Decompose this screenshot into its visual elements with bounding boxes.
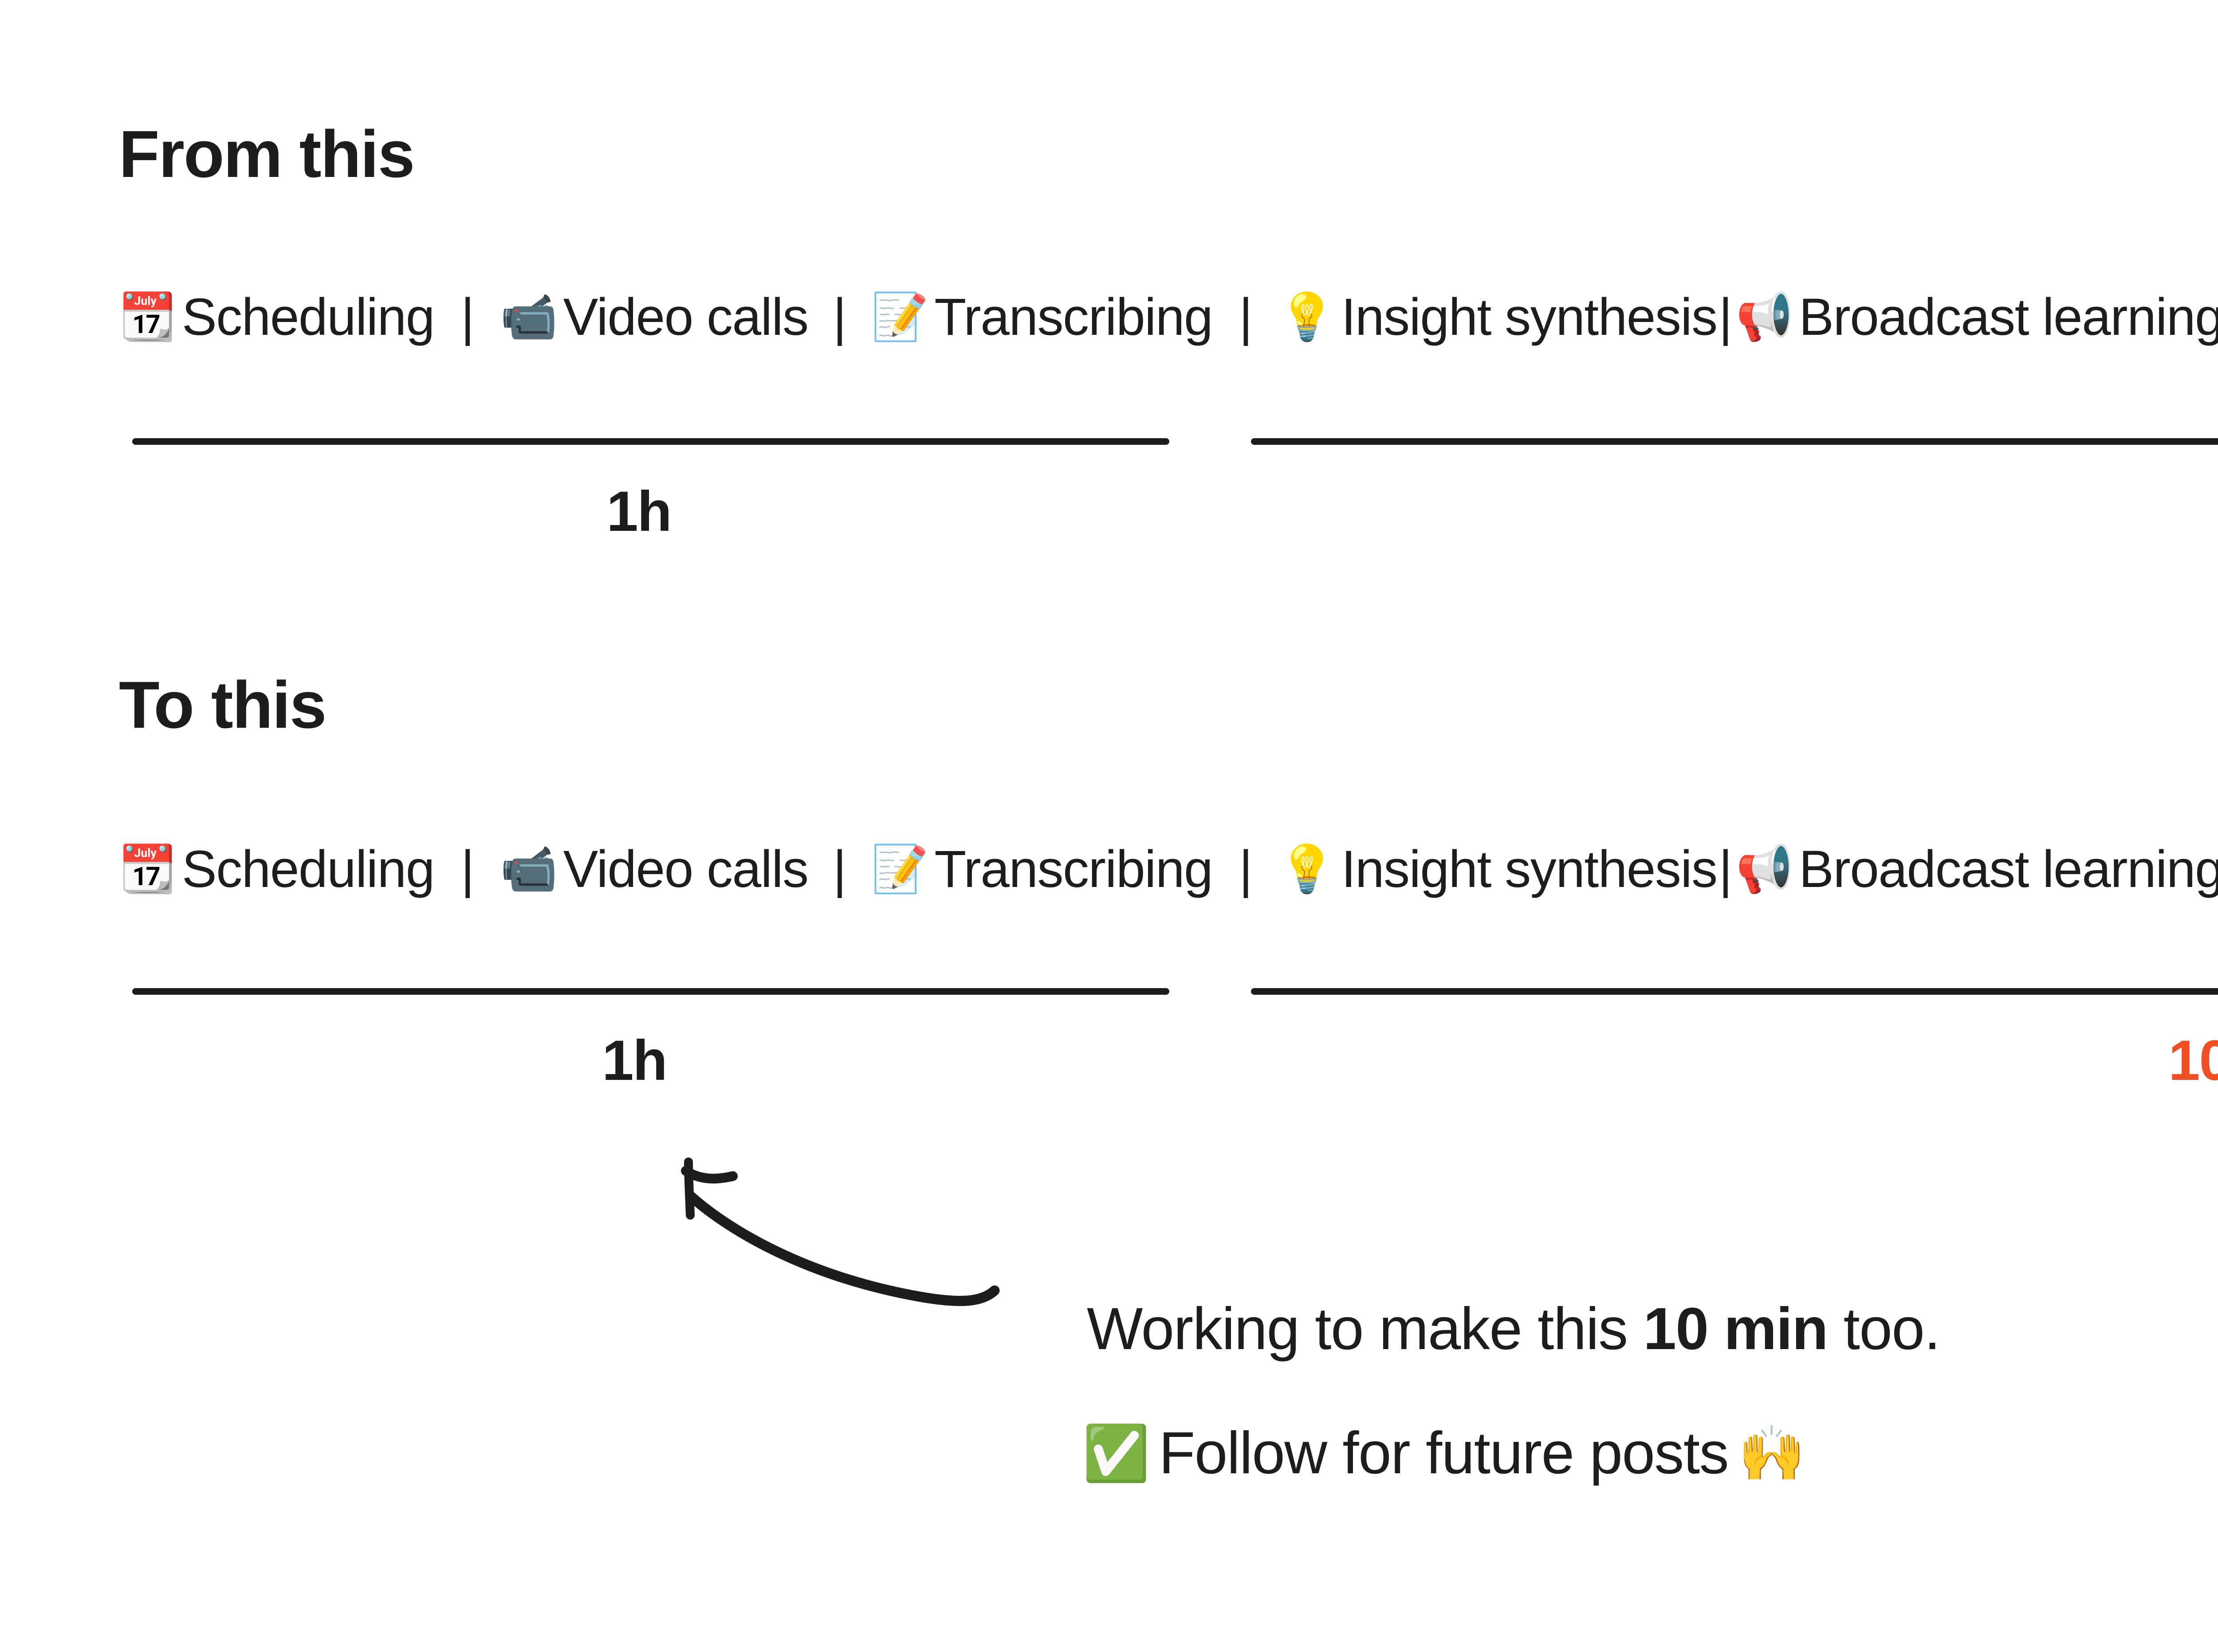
stage-label: Insight synthesis <box>1341 840 1718 899</box>
duration-label-from-left: 1h <box>606 480 672 543</box>
stage-separator: | <box>460 288 475 346</box>
tear-off-calendar-icon: 📆 <box>119 844 177 895</box>
stage-label: Video calls <box>563 840 809 899</box>
group-underline-bar <box>132 988 1169 995</box>
stage-insight-synthesis: 💡 Insight synthesis <box>1278 288 1718 346</box>
duration-label-to-left: 1h <box>602 1029 667 1092</box>
memo-icon: 📝 <box>871 844 929 895</box>
stage-label: Broadcast learnings <box>1799 288 2218 346</box>
group-underline-bar <box>1251 988 2218 995</box>
stage-label: Video calls <box>563 288 809 346</box>
group-underline-bar <box>1251 438 2218 445</box>
section-heading-from: From this <box>119 117 415 191</box>
stage-scheduling: 📆 Scheduling <box>119 840 435 899</box>
stage-broadcast-learnings: 📢 Broadcast learnings <box>1736 843 2218 895</box>
note-line-follow: ✅ Follow for future posts 🙌 <box>1082 1424 1805 1483</box>
memo-icon: 📝 <box>871 291 929 343</box>
stage-label: Transcribing <box>934 288 1213 346</box>
raising-hands-icon: 🙌 <box>1738 1423 1805 1483</box>
stage-separator: | <box>833 840 847 899</box>
stage-row-to: 📆 Scheduling | 📹 Video calls | 📝 Transcr… <box>119 840 2218 898</box>
stage-video-calls: 📹 Video calls <box>500 288 809 346</box>
stage-row-from: 📆 Scheduling | 📹 Video calls | 📝 Transcr… <box>119 288 2218 346</box>
stage-label: Scheduling <box>182 840 435 899</box>
stage-broadcast-learnings: 📢 Broadcast learnings <box>1736 291 2218 343</box>
stage-scheduling: 📆 Scheduling <box>119 288 435 346</box>
note-follow-text: Follow for future posts <box>1159 1420 1729 1486</box>
stage-label: Insight synthesis <box>1341 288 1718 346</box>
section-heading-to: To this <box>119 667 326 742</box>
light-bulb-icon: 💡 <box>1278 844 1336 895</box>
stage-video-calls: 📹 Video calls <box>500 840 809 899</box>
group-underline-bar <box>132 438 1169 445</box>
stage-separator: | <box>833 288 847 346</box>
loudspeaker-icon: 📢 <box>1736 844 1793 895</box>
stage-separator: | <box>1239 840 1253 899</box>
duration-label-from-right: 1h <box>2143 483 2218 540</box>
curved-arrow-icon <box>612 1144 1038 1317</box>
video-camera-icon: 📹 <box>500 844 558 895</box>
note-suffix: too. <box>1827 1296 1941 1362</box>
light-bulb-icon: 💡 <box>1278 291 1336 343</box>
stage-separator: | <box>1719 840 1733 899</box>
note-line-working: Working to make this 10 min too. <box>1087 1296 1941 1362</box>
stage-transcribing: 📝 Transcribing <box>871 288 1213 346</box>
tear-off-calendar-icon: 📆 <box>119 291 177 343</box>
stage-insight-synthesis: 💡 Insight synthesis <box>1278 840 1718 899</box>
loudspeaker-icon: 📢 <box>1736 291 1793 343</box>
stage-label: Transcribing <box>934 840 1213 899</box>
stage-separator: | <box>460 840 475 899</box>
stage-transcribing: 📝 Transcribing <box>871 840 1213 899</box>
stage-separator: | <box>1239 288 1253 346</box>
check-mark-button-icon: ✅ <box>1082 1423 1150 1483</box>
stage-separator: | <box>1719 288 1733 346</box>
duration-label-to-right-highlighted: 10 min <box>2168 1029 2218 1092</box>
stage-label: Scheduling <box>182 288 435 346</box>
video-camera-icon: 📹 <box>500 291 558 343</box>
stage-label: Broadcast learnings <box>1799 840 2218 899</box>
note-highlight-duration: 10 min <box>1643 1296 1828 1362</box>
note-prefix: Working to make this <box>1087 1296 1644 1362</box>
